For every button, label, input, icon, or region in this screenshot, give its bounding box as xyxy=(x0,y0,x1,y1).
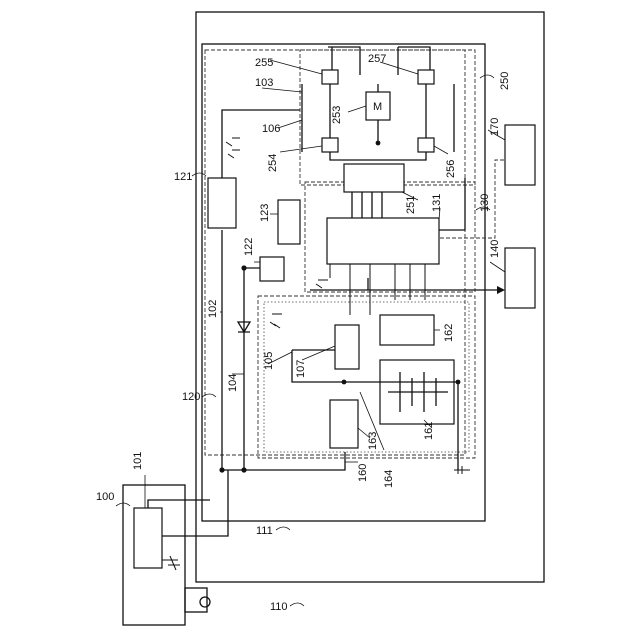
label-250: 250 xyxy=(499,72,511,90)
junction-d xyxy=(376,141,381,146)
label-160: 160 xyxy=(357,464,369,482)
label-100: 100 xyxy=(96,491,114,503)
label-130: 130 xyxy=(479,194,491,212)
block-123 xyxy=(278,200,300,244)
box-140 xyxy=(505,248,535,308)
block-107 xyxy=(335,325,359,369)
motor-symbol: M xyxy=(373,101,382,113)
label-170: 170 xyxy=(489,118,501,136)
label-107: 107 xyxy=(295,360,307,378)
label-164: 164 xyxy=(383,470,395,488)
fet-257 xyxy=(418,70,434,84)
controller-251 xyxy=(344,164,404,192)
label-104: 104 xyxy=(227,374,239,392)
label-253: 253 xyxy=(331,106,343,124)
label-163: 163 xyxy=(367,432,379,450)
label-257: 257 xyxy=(368,53,386,65)
junction-f xyxy=(456,380,461,385)
fet-256 xyxy=(418,138,434,152)
label-111: 111 xyxy=(256,525,273,537)
label-256: 256 xyxy=(445,160,457,178)
rail-104 xyxy=(244,268,262,470)
label-102: 102 xyxy=(207,300,219,318)
junction-e xyxy=(342,380,347,385)
label-162: 162 xyxy=(443,324,455,342)
block-163 xyxy=(330,400,358,448)
label-105: 105 xyxy=(263,352,275,370)
label-161: 161 xyxy=(423,422,435,440)
fet-255 xyxy=(322,70,338,84)
block-122 xyxy=(260,257,284,281)
ground-symbol xyxy=(162,556,180,570)
battery-101 xyxy=(134,508,162,568)
controller-bus xyxy=(352,192,382,218)
label-101: 101 xyxy=(132,452,144,470)
label-122: 122 xyxy=(243,238,255,256)
block-121 xyxy=(208,178,236,228)
box-170 xyxy=(505,125,535,185)
led-icon-3 xyxy=(316,280,328,288)
ground-2 xyxy=(454,466,470,474)
label-121: 121 xyxy=(174,171,192,183)
label-106: 106 xyxy=(262,123,280,135)
label-251: 251 xyxy=(405,196,417,214)
wire-121-top xyxy=(222,110,300,178)
label-254: 254 xyxy=(267,154,279,172)
label-140: 140 xyxy=(489,240,501,258)
label-255: 255 xyxy=(255,57,273,69)
wire-to-140 xyxy=(310,278,500,290)
block-162 xyxy=(380,315,434,345)
hinge-pin xyxy=(200,597,210,607)
led-icon xyxy=(226,138,240,158)
fet-254 xyxy=(322,138,338,152)
label-103: 103 xyxy=(255,77,273,89)
label-110: 110 xyxy=(270,601,288,613)
junction-c xyxy=(241,265,246,270)
label-123: 123 xyxy=(259,204,271,222)
junction-a xyxy=(219,467,224,472)
mcu-131 xyxy=(327,218,439,264)
arrow-to-140 xyxy=(497,286,505,294)
label-120: 120 xyxy=(182,391,200,403)
led-icon-2 xyxy=(270,314,282,328)
hinge xyxy=(185,588,207,612)
label-131: 131 xyxy=(431,194,443,212)
